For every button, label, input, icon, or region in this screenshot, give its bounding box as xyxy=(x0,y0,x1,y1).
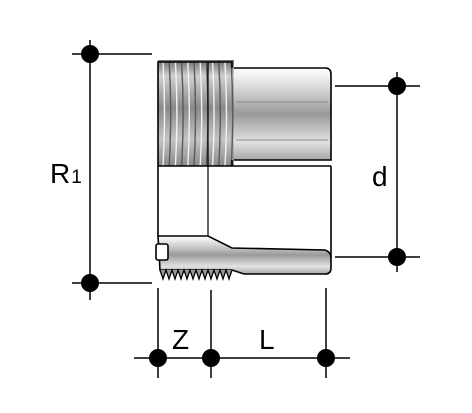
d-bottom-marker xyxy=(388,248,406,266)
thread-ridge xyxy=(211,61,215,167)
r1-top-marker xyxy=(81,45,99,63)
section-view xyxy=(155,166,332,282)
thread-ridge xyxy=(174,61,178,167)
thread-ridge xyxy=(187,61,190,167)
r1-bottom-marker xyxy=(81,274,99,292)
d-top-marker xyxy=(388,77,406,95)
l-label: L xyxy=(259,324,275,355)
wall-section xyxy=(157,235,332,275)
thread-ridge xyxy=(230,61,234,167)
bottom-thread-teeth xyxy=(159,267,233,282)
seal-ring xyxy=(155,243,169,261)
dimension-markers xyxy=(81,45,406,367)
thread-ridge xyxy=(218,61,221,167)
thread-ridge xyxy=(168,61,172,167)
exterior-view xyxy=(157,60,332,167)
thread-ridge xyxy=(162,61,166,167)
thread-ridge xyxy=(199,61,203,167)
thread-ridge xyxy=(193,61,197,167)
l-right-marker xyxy=(317,349,335,367)
r1-label: R1 xyxy=(50,158,82,189)
thread-outline xyxy=(157,61,233,166)
z-label: Z xyxy=(172,324,189,355)
d-label: d xyxy=(372,161,388,192)
z-left-marker xyxy=(149,349,167,367)
thread-ridge xyxy=(180,61,184,167)
thread-tooth-row xyxy=(159,267,233,282)
z-right-marker xyxy=(202,349,220,367)
smooth-sleeve xyxy=(231,67,332,161)
thread-ridge xyxy=(224,61,228,167)
